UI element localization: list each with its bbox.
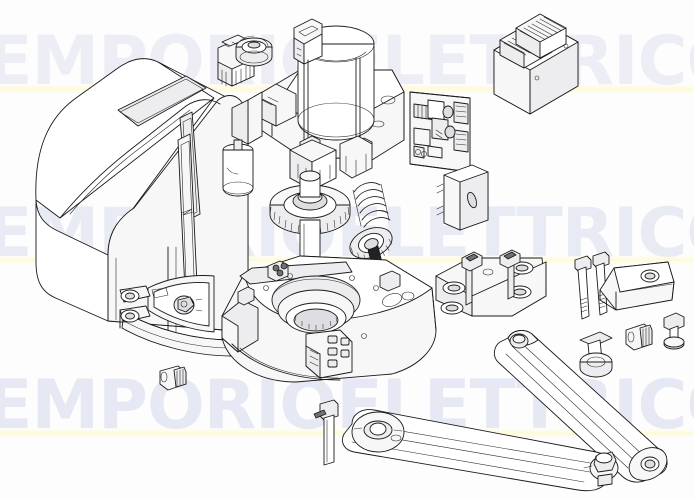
part-gearbox (221, 255, 437, 383)
part-screws (663, 312, 685, 350)
part-capacitor (222, 139, 254, 197)
part-encoder (235, 35, 273, 67)
part-release-key (159, 365, 187, 391)
part-transformer (493, 13, 579, 115)
part-shaft-pin (313, 399, 339, 466)
part-control-board (409, 91, 471, 173)
part-small-pin (625, 323, 653, 351)
part-terminal-box (436, 164, 489, 231)
part-arm-driven (493, 330, 668, 483)
part-pin-cap (579, 331, 613, 378)
part-plate-flat (599, 261, 675, 311)
part-bracket (435, 249, 547, 317)
part-release-plate (119, 275, 215, 333)
part-crown-gear (269, 170, 351, 273)
